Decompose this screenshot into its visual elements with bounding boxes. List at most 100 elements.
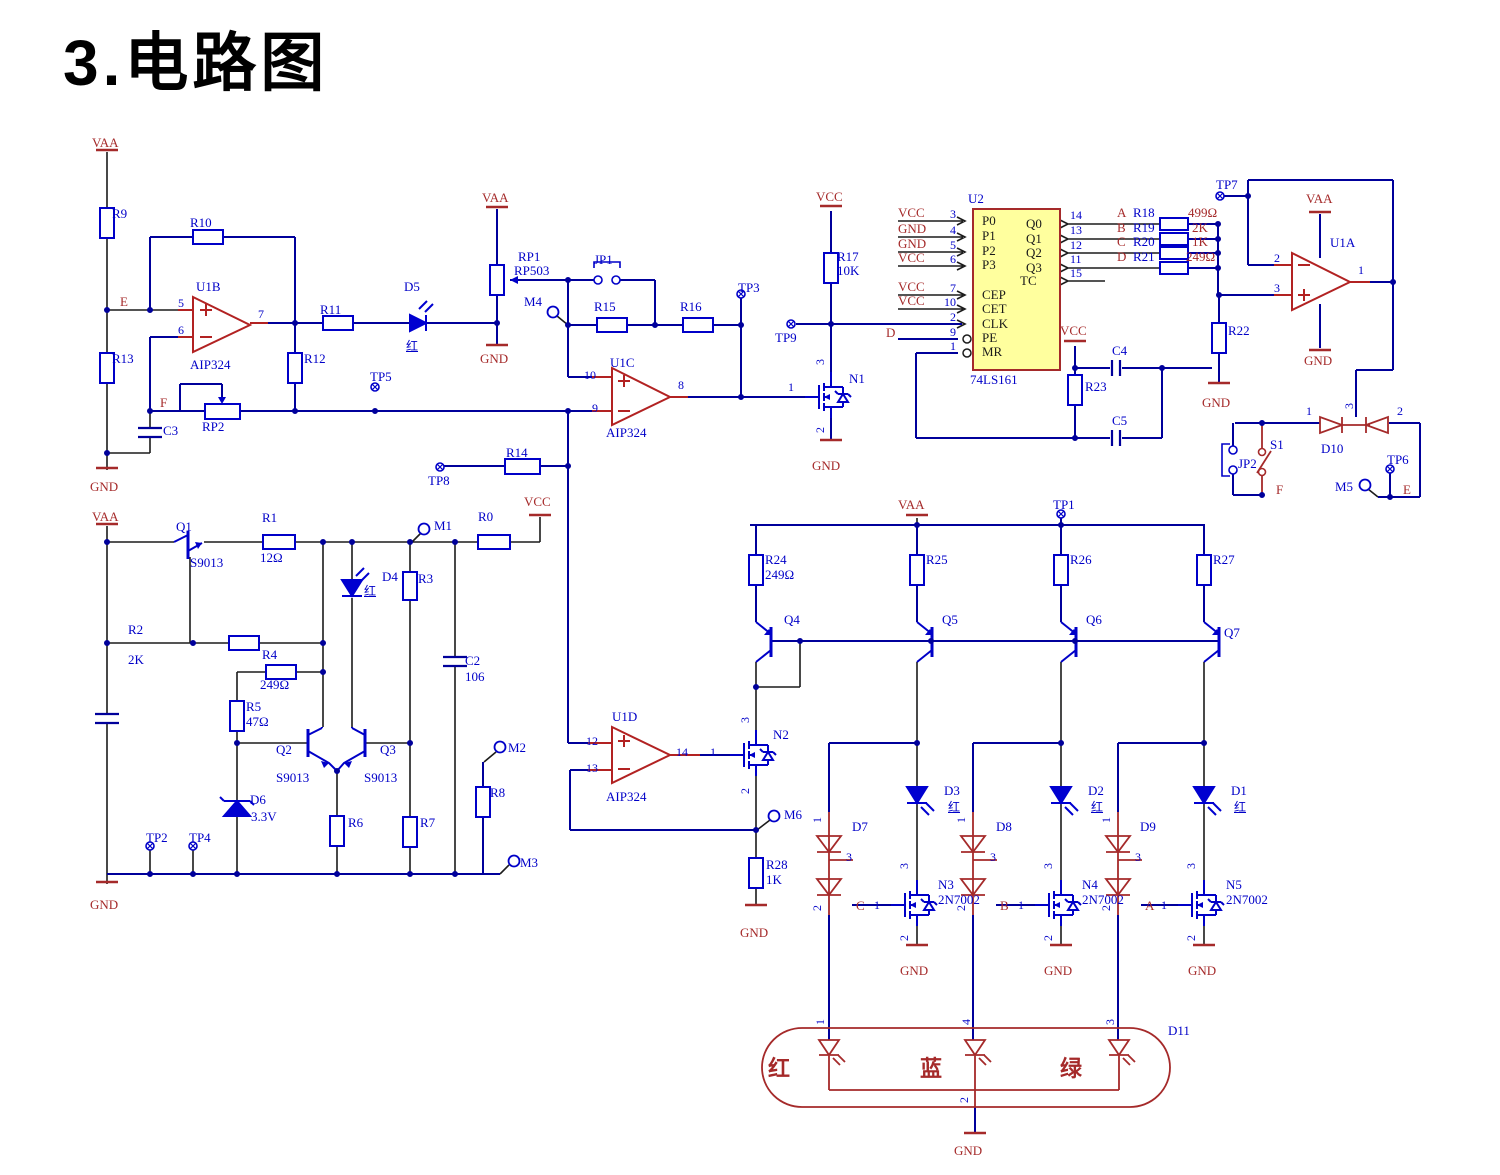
label-u2-net-p0: VCC [898,205,925,220]
pad-m3-symbol [507,854,521,868]
label-u2-pinno-1: 1 [950,339,956,353]
label-u2-pinno-3: 3 [950,207,956,221]
label-u2-pinno-12: 12 [1070,238,1082,252]
label-led-d5-color: 红 [406,339,419,353]
label-d11-pin4: 4 [959,1019,973,1025]
label-bjt-q3: Q3 [380,742,396,757]
label-net-vcc-2: VCC [1060,323,1087,338]
label-cap-c4: C4 [1112,343,1128,358]
label-res-r2: R2 [128,622,144,637]
resistor-r27 [1196,554,1212,586]
label-res-r0: R0 [478,509,494,524]
label-opamp-u1d: U1D [612,709,638,724]
label-bjt-q1-part: S9013 [190,555,224,570]
label-opamp-u1b: U1B [196,279,221,294]
label-net-d: D [886,325,896,340]
led-d5-symbol [409,313,429,333]
diode-d9a [1104,835,1132,854]
resistor-r25 [909,554,925,586]
diode-d7b [815,878,843,897]
label-n3-pin2: 2 [897,935,911,941]
label-mosfet-n3-part: 2N7002 [938,892,980,907]
bjt-q4-symbol [754,620,774,664]
label-n4-pin3: 3 [1041,863,1055,869]
label-n4-pin1: 1 [1018,898,1024,912]
bjt-q2-symbol [306,727,338,772]
label-res-r17: R17 [837,249,859,264]
label-pot-rp1: RP1 [518,249,541,264]
pot-wiper-arrows [218,276,518,404]
label-zener-d6: D6 [250,792,266,807]
label-u2-name-cet: CET [982,301,1007,316]
label-d10-pin3: 3 [1342,403,1356,409]
label-diode-d7: D7 [852,819,868,834]
label-u2-name-mr: MR [982,344,1003,359]
label-net-vaa-3: VAA [1306,191,1333,206]
resistor-r28 [748,857,764,889]
switch-s1-symbol [1257,447,1267,477]
label-net-gnd-10: GND [1188,963,1217,978]
resistor-r12 [287,352,303,384]
jumper-jp1-symbol [593,261,621,285]
label-net-gnd-7: GND [740,925,769,940]
label-tp8: TP8 [428,473,450,488]
label-net-a-out: A [1117,205,1127,220]
resistor-r14 [504,458,541,475]
label-n3-pin1: 1 [874,898,880,912]
label-cap-c3: C3 [163,423,179,438]
label-led-d1: D1 [1231,783,1247,798]
label-net-vaa-5: VAA [898,497,925,512]
label-res-r25: R25 [926,552,948,567]
pad-m6-symbol [767,809,781,823]
label-tp9: TP9 [775,330,797,345]
pad-m4-symbol [546,305,560,319]
zener-d6-symbol [221,799,253,817]
label-zener-d6-val: 3.3V [251,809,277,824]
label-res-r18: R18 [1133,205,1155,220]
label-n2-pin1: 1 [710,745,716,759]
label-n3-pin3: 3 [897,863,911,869]
label-tp6: TP6 [1387,452,1409,467]
label-net-a-gate: A [1145,898,1155,913]
resistor-r19 [1159,232,1189,246]
label-u2-pinno-10: 10 [944,295,956,309]
label-d9-pin1: 1 [1099,817,1113,823]
opamp-plus-minus [200,264,1310,770]
label-net-gnd-9: GND [1044,963,1073,978]
label-d10-pin1: 1 [1306,404,1312,418]
label-cap-c2-val: 106 [465,669,485,684]
label-u2-pinno-13: 13 [1070,223,1082,237]
label-u1a-pin1: 1 [1358,263,1364,277]
label-jumper-jp1: JP1 [594,252,613,267]
label-res-r19: R19 [1133,220,1155,235]
label-net-vcc-3: VCC [524,494,551,509]
jumper-jp2-symbol [1221,443,1238,477]
label-net-c-out: C [1117,234,1126,249]
resistor-r4 [265,664,297,680]
label-led-d3-color: 红 [948,800,961,814]
label-res-r23: R23 [1085,379,1107,394]
label-led-d4: D4 [382,569,398,584]
diode-d8a [959,835,987,854]
label-res-r4-val: 249Ω [260,677,290,692]
resistor-r8 [475,786,491,818]
label-pad-m2: M2 [508,740,527,755]
label-pad-m1: M1 [434,518,453,533]
label-u2-pinno-11: 11 [1070,252,1082,266]
resistor-r2 [228,635,260,651]
label-net-d-out: D [1117,249,1127,264]
label-res-r20-val: 1K [1192,234,1208,249]
mosfet-n5-symbol [1177,879,1225,927]
label-res-r6: R6 [348,815,364,830]
label-mosfet-n4-part: 2N7002 [1082,892,1124,907]
label-bjt-q5: Q5 [942,612,958,627]
label-d11-pin2: 2 [957,1097,971,1103]
pad-m5-symbol [1358,478,1372,492]
label-led-d3: D3 [944,783,960,798]
label-u2-name-pe: PE [982,330,998,345]
label-tp7: TP7 [1216,177,1238,192]
label-d11-green: 绿 [1060,1056,1083,1081]
label-n5-pin3: 3 [1184,863,1198,869]
bjt-q3-symbol [336,727,367,772]
opamps [192,251,1353,785]
